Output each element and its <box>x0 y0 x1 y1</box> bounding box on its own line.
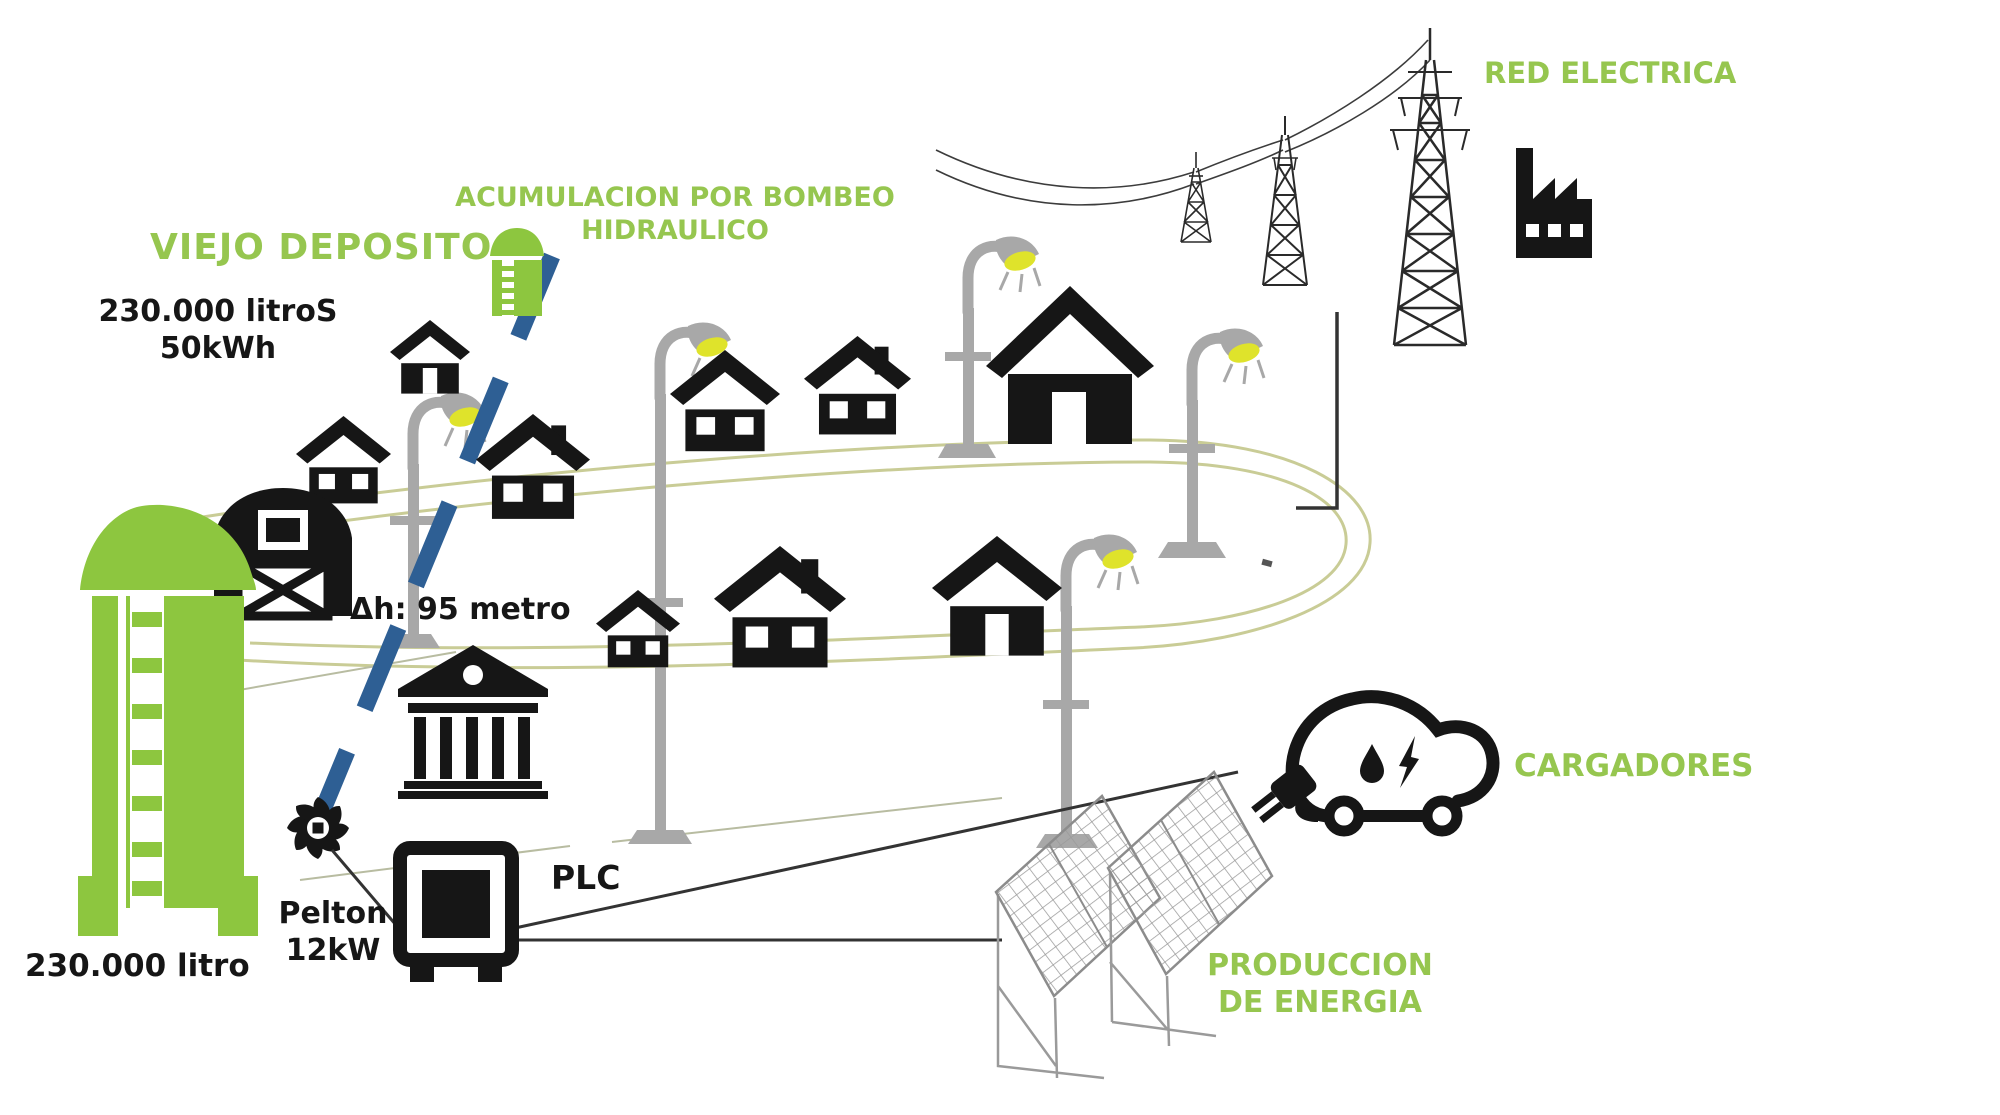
old-tank-volume: 230.000 litroS <box>98 294 338 329</box>
old-tank-energy: 50kWh <box>159 330 277 366</box>
power-wires <box>935 39 1431 206</box>
house-icon <box>714 546 846 667</box>
turbine-name: Pelton <box>278 896 388 931</box>
turbine-to-plc-line <box>330 849 404 933</box>
road-mark <box>1261 558 1273 568</box>
cargadores-label: CARGADORES <box>1514 748 1754 784</box>
house-icon <box>476 414 590 519</box>
bank-icon <box>398 645 548 799</box>
plc-icon <box>393 841 519 982</box>
plc-label: PLC <box>551 858 621 897</box>
produccion-line1: PRODUCCION <box>1207 948 1433 983</box>
head-height-label: Δh: 95 metro <box>350 592 571 627</box>
grid-connector-line <box>1296 312 1339 510</box>
road-edges <box>147 651 1003 881</box>
lightning-icon <box>1399 736 1419 788</box>
viejo-deposito-label: VIEJO DEPOSITO <box>150 227 493 268</box>
pylon-icon <box>1262 116 1308 286</box>
plug-icon <box>1251 764 1317 823</box>
house-icon <box>296 416 391 504</box>
solar-array-icon <box>1106 770 1274 1047</box>
turbine-power: 12kW <box>285 932 381 968</box>
house-icon <box>932 536 1062 656</box>
pelton-label: Pelton 12kW <box>253 896 413 969</box>
house-icon <box>390 320 470 394</box>
house-icon <box>804 336 911 434</box>
water-drop-icon <box>1360 744 1384 783</box>
street-lamp-icon <box>938 236 1040 458</box>
lower-tank-icon <box>78 504 258 936</box>
street-lamp-icon <box>1158 328 1264 558</box>
pylon-icon <box>1180 152 1212 243</box>
acumulacion-line1: ACUMULACION POR BOMBEO <box>455 182 895 213</box>
plc-to-car-line <box>514 770 1239 930</box>
old-tank-specs-label: 230.000 litroS 50kWh <box>73 294 363 367</box>
house-icon <box>670 350 780 452</box>
red-electrica-label: RED ELECTRICA <box>1484 56 1737 90</box>
acumulacion-label: ACUMULACION POR BOMBEO HIDRAULICO <box>455 182 895 248</box>
new-tank-volume-label: 230.000 litro <box>25 948 250 984</box>
upper-tank-icon <box>490 228 544 316</box>
factory-icon <box>1516 148 1592 258</box>
car-body-outline <box>1285 690 1500 823</box>
pylon-icon <box>1390 28 1470 347</box>
big-house-icon <box>986 286 1154 444</box>
pelton-turbine-icon <box>287 797 349 859</box>
produccion-label: PRODUCCION DE ENERGIA <box>1200 948 1440 1021</box>
penstock-pipe <box>304 252 560 840</box>
produccion-line2: DE ENERGIA <box>1217 984 1423 1020</box>
ev-car-icon <box>1251 690 1500 837</box>
acumulacion-line2: HIDRAULICO <box>581 214 769 246</box>
control-lines <box>330 312 1339 942</box>
solar-array-icon <box>994 794 1162 1080</box>
